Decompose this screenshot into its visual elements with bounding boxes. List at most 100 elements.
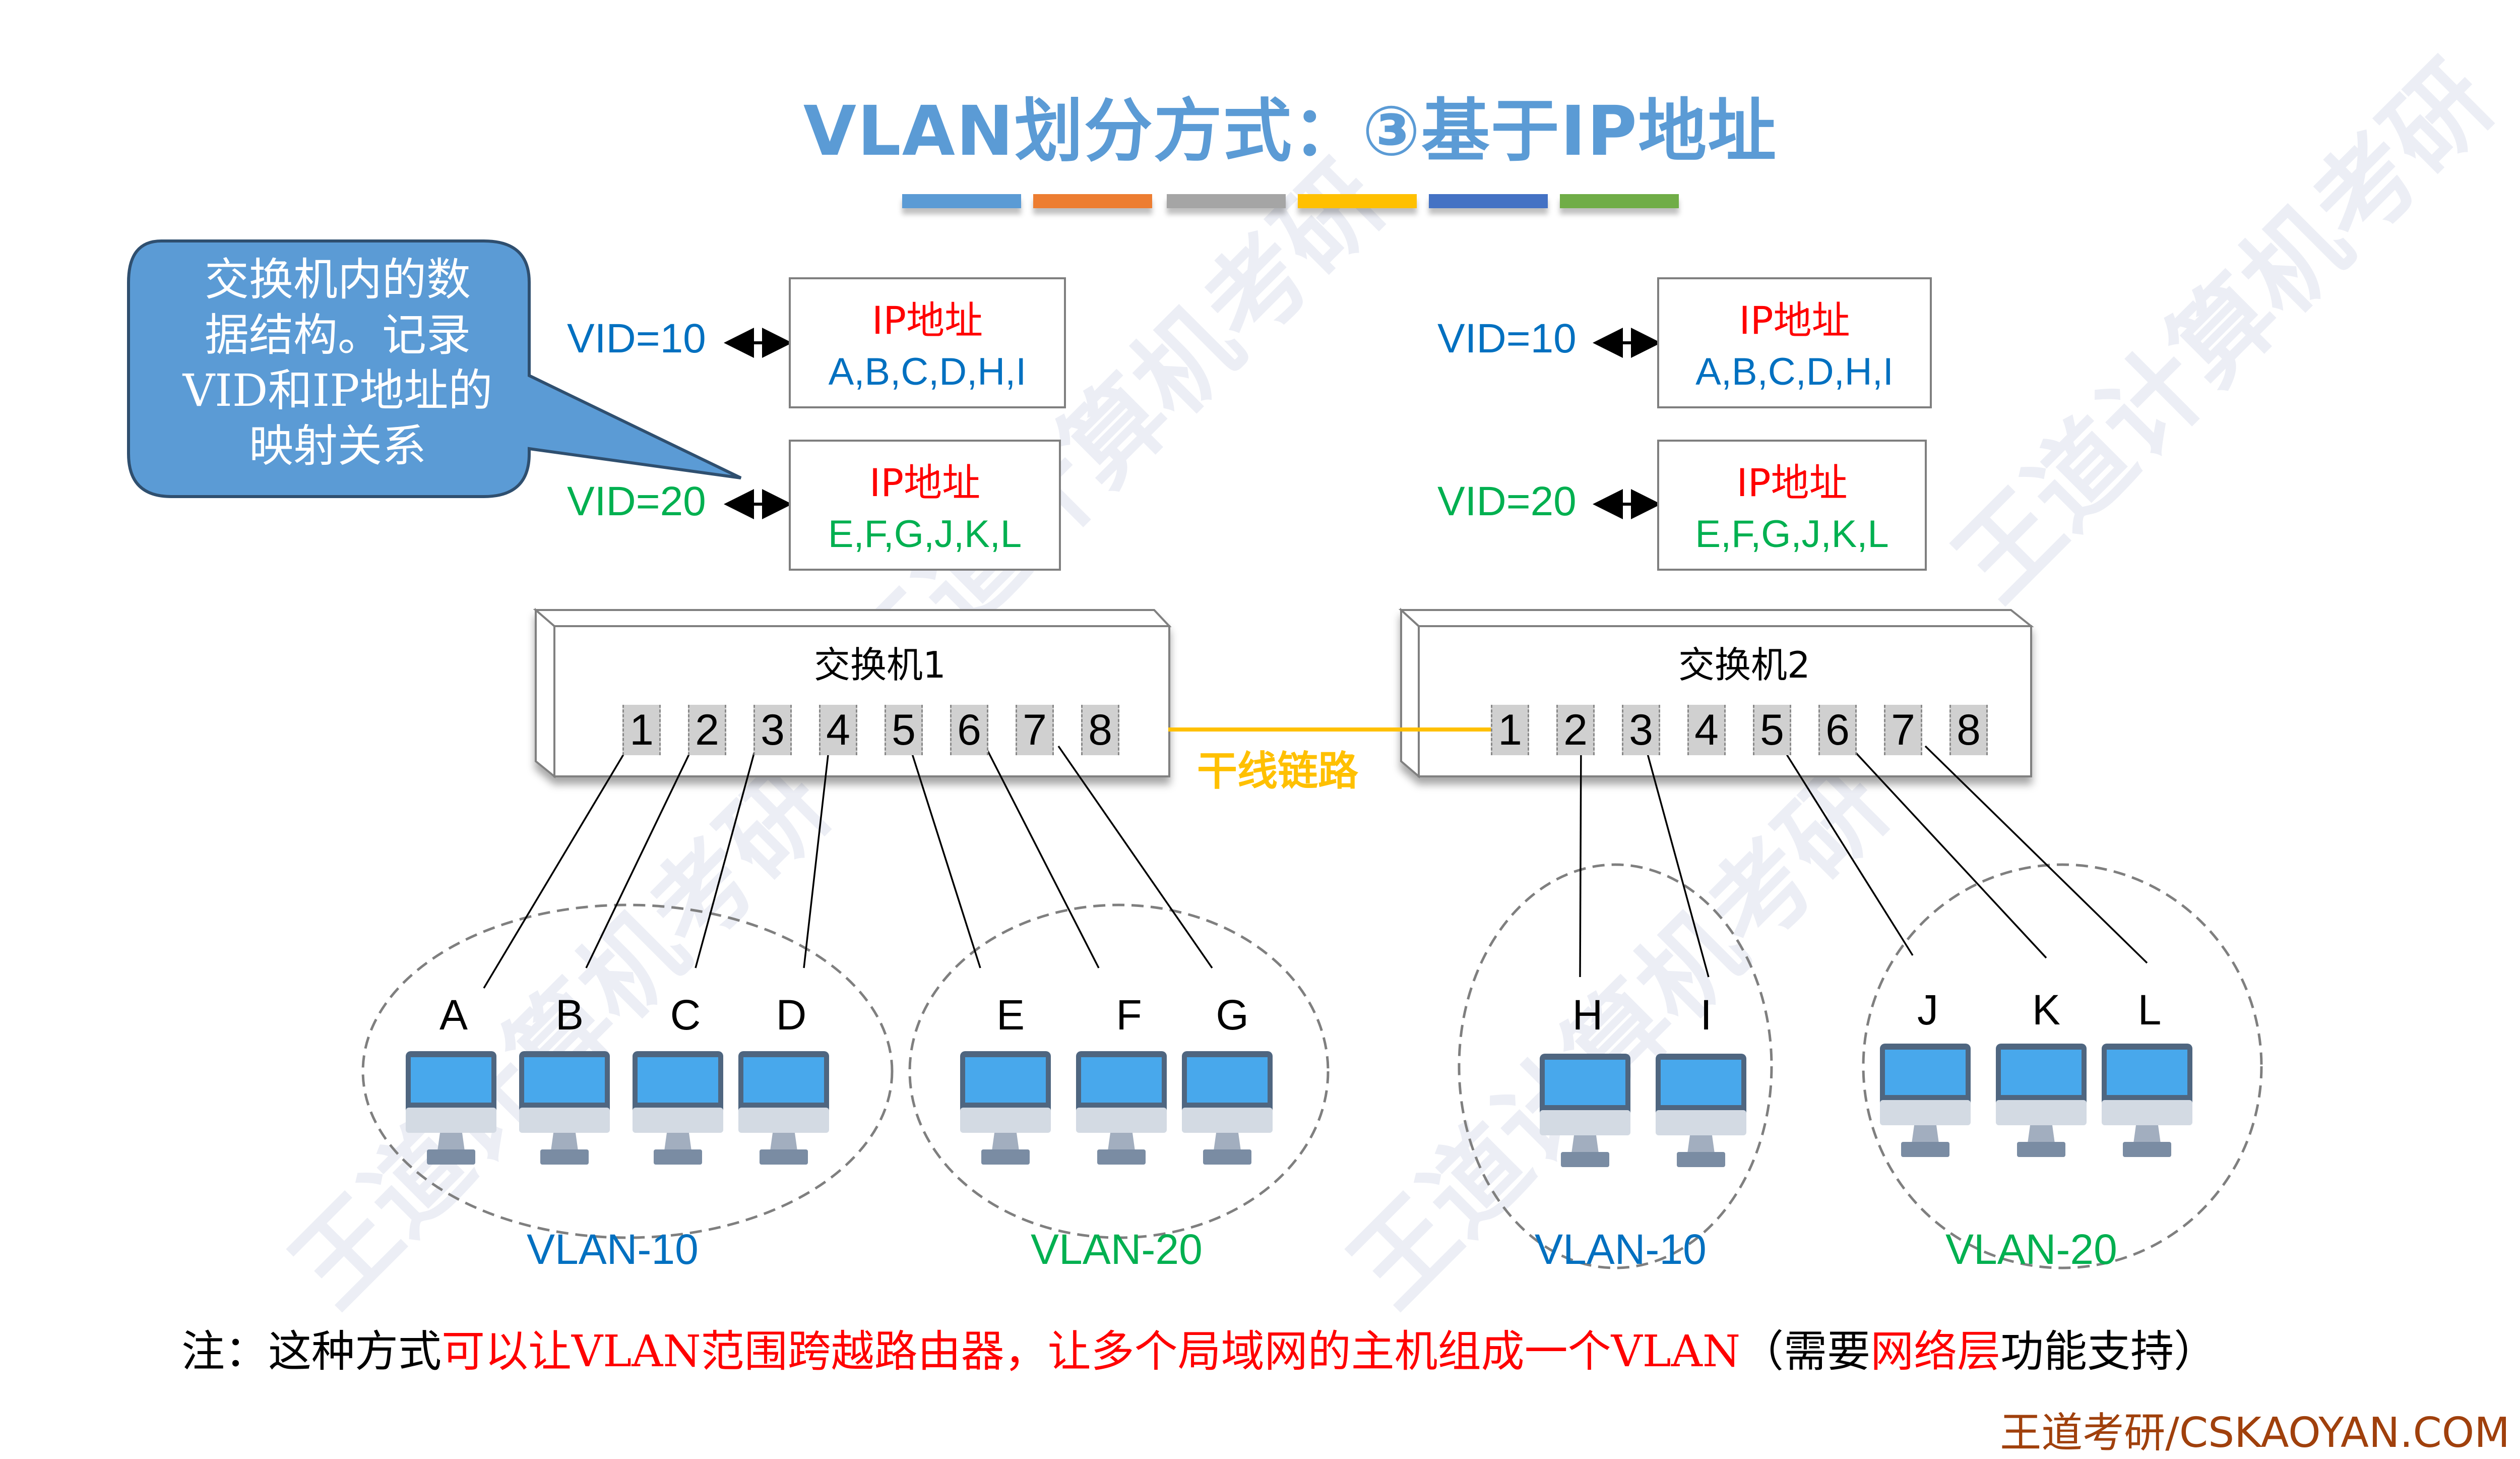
note-highlight: 可以让VLAN范围跨越路由器，让多个局域网的主机组成一个VLAN xyxy=(442,1326,1741,1377)
switch-2-port-2[interactable]: 2 xyxy=(1556,705,1595,755)
footnote: 注：这种方式可以让VLAN范围跨越路由器，让多个局域网的主机组成一个VLAN（需… xyxy=(181,1316,2217,1379)
host-computer-K[interactable] xyxy=(1996,1044,2087,1157)
switch-1-port-1[interactable]: 1 xyxy=(622,705,661,755)
cable xyxy=(1924,745,2148,964)
switch-1-port-4[interactable]: 4 xyxy=(819,705,857,755)
vid-10-label: VID=10 xyxy=(1437,316,1577,361)
cable xyxy=(909,746,981,968)
host-label-D: D xyxy=(776,991,807,1039)
host-computer-I[interactable] xyxy=(1656,1054,1746,1167)
switch-2-port-5[interactable]: 5 xyxy=(1753,705,1791,755)
cable xyxy=(1774,736,1914,956)
callout-line: 据结构。记录 xyxy=(204,309,471,361)
switch-2-port-3[interactable]: 3 xyxy=(1622,705,1660,755)
ip-mapping-box-vid10: IP地址 A,B,C,D,H,I xyxy=(1657,277,1932,408)
cable xyxy=(1643,741,1710,978)
host-computer-E[interactable] xyxy=(960,1051,1051,1165)
host-computer-A[interactable] xyxy=(406,1051,496,1165)
switch-1-label: 交换机1 xyxy=(814,644,946,686)
host-label-H: H xyxy=(1572,991,1603,1039)
color-bar xyxy=(1167,194,1286,208)
cable xyxy=(1849,745,2047,959)
callout-line: 映射关系 xyxy=(248,420,426,472)
switch-1-port-3[interactable]: 3 xyxy=(753,705,792,755)
color-bar xyxy=(1429,194,1548,208)
cable xyxy=(695,746,757,968)
host-computer-L[interactable] xyxy=(2102,1044,2192,1157)
switch-2-port-8[interactable]: 8 xyxy=(1949,705,1988,755)
host-label-F: F xyxy=(1116,991,1142,1039)
color-bar xyxy=(1033,194,1152,208)
switch-1-port-6[interactable]: 6 xyxy=(950,705,988,755)
trunk-link-label: 干线链路 xyxy=(1197,748,1358,795)
callout-line: VID和IP地址的 xyxy=(182,364,493,416)
host-computer-G[interactable] xyxy=(1182,1051,1273,1165)
callout-text: 交换机内的数 据结构。记录 VID和IP地址的 映射关系 xyxy=(141,252,534,474)
ip-mapping-box-vid20: IP地址 E,F,G,J,K,L xyxy=(789,440,1061,571)
color-bar xyxy=(1298,194,1417,208)
color-bar xyxy=(1560,194,1679,208)
cable xyxy=(984,746,1100,968)
host-label-B: B xyxy=(555,991,584,1039)
ip-box-title: IP地址 xyxy=(871,298,983,343)
switch-2-label: 交换机2 xyxy=(1678,644,1810,686)
note-suffix: 功能支持） xyxy=(2000,1326,2218,1377)
vlan-group-outline xyxy=(1862,863,2263,1269)
switch-2-port-7[interactable]: 7 xyxy=(1884,705,1922,755)
vlan-label: VLAN-10 xyxy=(527,1226,699,1273)
color-bar xyxy=(902,194,1021,208)
slide-title: VLAN划分方式：③基于IP地址 xyxy=(803,92,1778,171)
host-label-E: E xyxy=(996,991,1025,1039)
vlan-group-outline xyxy=(1458,863,1773,1269)
cables-switch-2 xyxy=(1579,736,2148,978)
ip-box-hosts: A,B,C,D,H,I xyxy=(828,350,1027,393)
host-computer-F[interactable] xyxy=(1076,1051,1167,1165)
ip-box-title: IP地址 xyxy=(1739,298,1850,343)
vlan-label: VLAN-10 xyxy=(1535,1226,1707,1273)
callout-line: 交换机内的数 xyxy=(204,254,471,306)
switch-1-port-2[interactable]: 2 xyxy=(688,705,726,755)
cables-switch-1 xyxy=(483,746,1213,989)
vlan-label: VLAN-20 xyxy=(1031,1226,1203,1273)
switch-1-port-5[interactable]: 5 xyxy=(885,705,923,755)
host-label-J: J xyxy=(1917,986,1938,1034)
host-label-C: C xyxy=(670,991,701,1039)
note-prefix: 注：这种方式 xyxy=(181,1326,442,1377)
switch-1-port-7[interactable]: 7 xyxy=(1016,705,1054,755)
host-label-I: I xyxy=(1700,991,1712,1039)
vlan-group-outline xyxy=(361,903,894,1239)
footer-brand: 王道考研/CSKAOYAN.COM xyxy=(2000,1409,2510,1457)
host-label-G: G xyxy=(1216,991,1249,1039)
host-label-K: K xyxy=(2032,986,2061,1034)
vid-10-label: VID=10 xyxy=(567,316,706,361)
ip-box-title: IP地址 xyxy=(1736,460,1848,505)
note-mid: （需要 xyxy=(1740,1326,1871,1377)
switch-2-port-6[interactable]: 6 xyxy=(1818,705,1857,755)
host-computer-B[interactable] xyxy=(519,1051,610,1165)
note-highlight: 网络层 xyxy=(1870,1326,2001,1377)
callout-bubble xyxy=(127,239,742,498)
ip-box-title: IP地址 xyxy=(869,460,981,505)
ip-mapping-box-vid20: IP地址 E,F,G,J,K,L xyxy=(1657,440,1927,571)
ip-box-hosts: E,F,G,J,K,L xyxy=(828,513,1022,556)
switch-2-port-1[interactable]: 1 xyxy=(1491,705,1529,755)
cable xyxy=(803,746,830,968)
ip-mapping-box-vid10: IP地址 A,B,C,D,H,I xyxy=(789,277,1066,408)
host-computer-H[interactable] xyxy=(1540,1054,1630,1167)
host-label-L: L xyxy=(2137,986,2162,1034)
switch-1-port-8[interactable]: 8 xyxy=(1081,705,1119,755)
vlan-label: VLAN-20 xyxy=(1945,1226,2117,1273)
ip-box-hosts: A,B,C,D,H,I xyxy=(1695,350,1894,393)
cable xyxy=(1579,741,1582,978)
cable xyxy=(585,746,694,968)
vid-20-label: VID=20 xyxy=(567,478,706,524)
host-computer-D[interactable] xyxy=(738,1051,829,1165)
cable xyxy=(1057,746,1213,968)
host-computer-C[interactable] xyxy=(633,1051,723,1165)
ip-box-hosts: E,F,G,J,K,L xyxy=(1695,513,1889,556)
switch-2-port-4[interactable]: 4 xyxy=(1687,705,1726,755)
host-label-A: A xyxy=(439,991,468,1039)
vlan-group-outline xyxy=(908,903,1330,1239)
host-computer-J[interactable] xyxy=(1880,1044,1971,1157)
